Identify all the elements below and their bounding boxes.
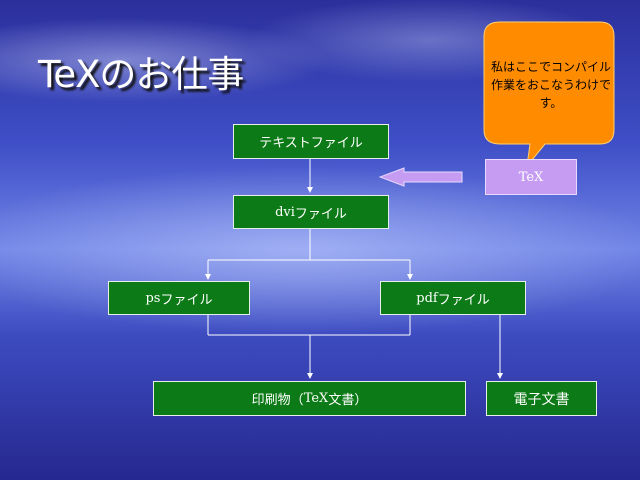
node-electronic-document: 電子文書 <box>486 381 597 416</box>
node-electronic-label: 電子文書 <box>513 391 570 408</box>
node-text-file-label: テキストファイル <box>259 136 363 151</box>
callout-bubble <box>483 21 615 168</box>
callout-text: 私はここでコンパイル作業をおこなうわけです。 <box>490 60 611 110</box>
node-dvi-prefix: dvi <box>275 204 295 220</box>
tex-arrow <box>378 167 463 187</box>
node-text-file: テキストファイル <box>233 124 389 159</box>
node-pdf-suffix: ファイル <box>437 292 490 308</box>
tex-compiler-box: TeX <box>485 159 577 195</box>
node-ps-suffix: ファイル <box>160 292 213 308</box>
node-print-tex: TeX <box>303 391 329 406</box>
node-dvi-suffix: ファイル <box>294 206 347 222</box>
node-print-prefix: 印刷物（ <box>251 393 304 408</box>
node-ps-prefix: ps <box>145 290 161 306</box>
node-print-suffix: 文書） <box>328 393 368 408</box>
node-pdf-prefix: pdf <box>416 290 438 306</box>
slide-title: TeXのお仕事 <box>38 53 244 96</box>
